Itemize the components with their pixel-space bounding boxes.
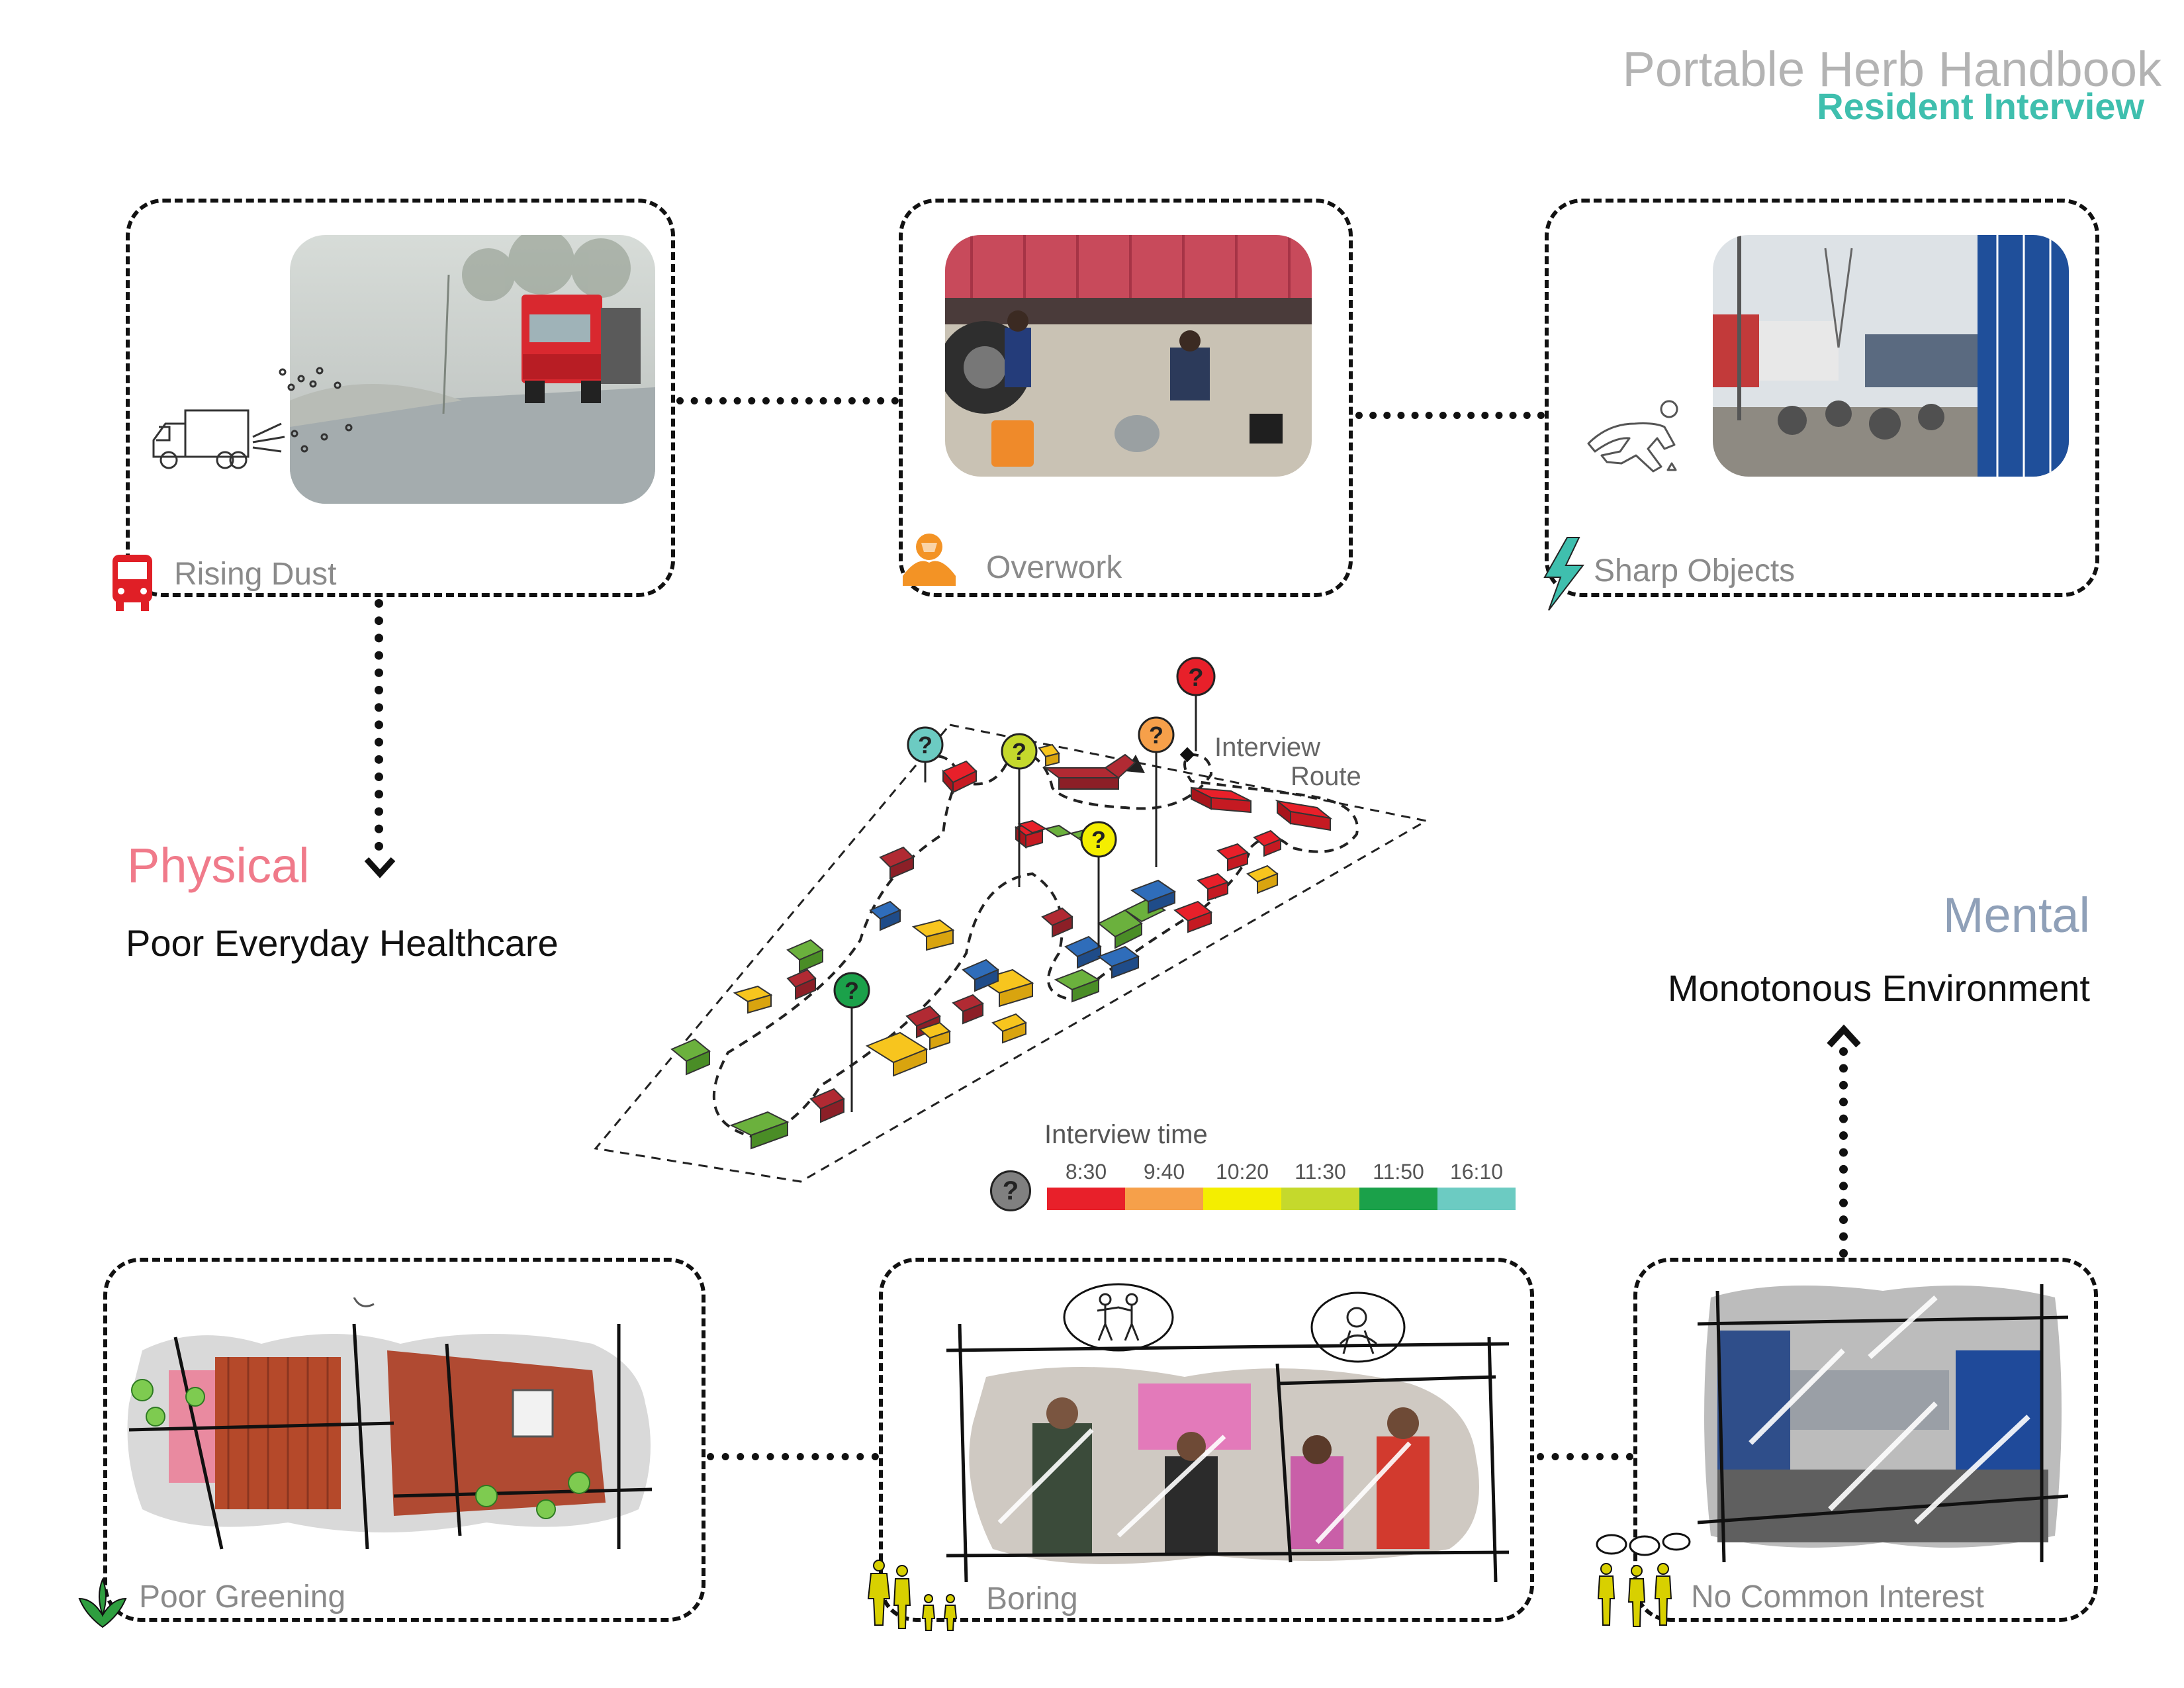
card-no-common-interest: [1633, 1258, 2098, 1622]
legend-swatch: [1359, 1188, 1437, 1210]
legend-label: 11:50: [1373, 1160, 1424, 1184]
legend-swatch: [1203, 1188, 1281, 1210]
interview-route-map: ? ? ? ? ? ? Interview Route: [594, 657, 1430, 1183]
arrow-physical: [375, 599, 383, 851]
card-label-rising-dust: Rising Dust: [174, 557, 337, 592]
card-label-boring: Boring: [986, 1581, 1078, 1617]
running-person-sketch-icon: [1587, 400, 1678, 473]
card-poor-greening: [103, 1258, 705, 1622]
route-label-2: Route: [1291, 762, 1361, 791]
svg-text:?: ?: [1149, 722, 1163, 749]
legend-label: 11:30: [1295, 1160, 1346, 1184]
route-arrow: [1125, 755, 1145, 773]
card-label-overwork: Overwork: [986, 550, 1122, 585]
pin-9-40: ?: [1138, 716, 1175, 753]
dust-particles-icon: [279, 367, 353, 453]
connector-overwork-sharp: [1355, 412, 1545, 419]
card-rising-dust: [126, 199, 675, 597]
photo-container-yard-sketch: [1697, 1271, 2069, 1563]
svg-text:?: ?: [1188, 664, 1203, 692]
pin-16-10: ?: [907, 726, 944, 763]
card-label-sharp-objects: Sharp Objects: [1594, 553, 1796, 588]
bus-icon: [109, 553, 156, 612]
svg-text:?: ?: [844, 977, 859, 1004]
thought-bubble-dancing-icon: [1063, 1283, 1174, 1352]
legend-neutral-marker: ?: [990, 1170, 1031, 1211]
page-subtitle: Resident Interview: [1817, 85, 2144, 127]
pin-11-50: ?: [833, 972, 870, 1009]
connector-boring-interest: [1537, 1453, 1633, 1460]
site-boundary: [594, 724, 1430, 1183]
arrow-down-icon: [364, 857, 396, 878]
pin-8-30: ?: [1176, 657, 1216, 696]
svg-text:?: ?: [1091, 826, 1106, 853]
card-label-poor-greening: Poor Greening: [139, 1579, 346, 1615]
mental-title: Mental: [1942, 888, 2090, 943]
svg-text:?: ?: [918, 731, 933, 759]
mental-subtitle: Monotonous Environment: [1667, 967, 2090, 1009]
worker-icon: [897, 523, 960, 589]
card-label-no-common-interest: No Common Interest: [1691, 1579, 1984, 1615]
legend-swatch: [1125, 1188, 1203, 1210]
legend-label: 16:10: [1449, 1160, 1504, 1184]
route-label-1: Interview: [1214, 733, 1320, 762]
route-start-marker: [1179, 747, 1195, 763]
photo-containers-sketch: [116, 1297, 665, 1562]
connector-greening-boring: [707, 1453, 879, 1460]
card-sharp-objects: [1545, 199, 2099, 597]
physical-title: Physical: [127, 838, 310, 893]
photo-scrap-yard: [1713, 235, 2069, 477]
connector-dust-overwork: [676, 397, 899, 404]
pin-10-20: ?: [1080, 821, 1117, 858]
leaf-icon: [73, 1575, 132, 1628]
legend-label: 8:30: [1065, 1160, 1107, 1184]
arrow-up-icon: [1827, 1024, 1861, 1048]
card-boring: [879, 1258, 1534, 1622]
photo-dusty-truck: [290, 235, 655, 504]
legend-swatch: [1047, 1188, 1125, 1210]
legend: 8:30 9:40 10:20 11:30 11:50 16:10: [1047, 1160, 1517, 1213]
legend-swatch: [1281, 1188, 1359, 1210]
truck-sketch-icon: [152, 409, 285, 469]
page-title: Portable Herb Handbook: [1622, 42, 2161, 97]
legend-title: Interview time: [1044, 1120, 1208, 1149]
photo-people-sketch: [946, 1323, 1510, 1583]
people-talking-icon: [1592, 1532, 1691, 1632]
legend-label: 9:40: [1143, 1160, 1185, 1184]
physical-subtitle: Poor Everyday Healthcare: [126, 922, 559, 964]
legend-swatch: [1437, 1188, 1516, 1210]
card-overwork: [899, 199, 1353, 597]
family-icon: [866, 1559, 965, 1632]
svg-text:?: ?: [1012, 738, 1026, 765]
lightning-icon: [1541, 536, 1587, 612]
photo-workers-repairing-truck: [945, 235, 1312, 477]
arrow-mental: [1839, 1047, 1848, 1258]
pin-11-30: ?: [1001, 733, 1038, 770]
legend-label: 10:20: [1215, 1160, 1269, 1184]
